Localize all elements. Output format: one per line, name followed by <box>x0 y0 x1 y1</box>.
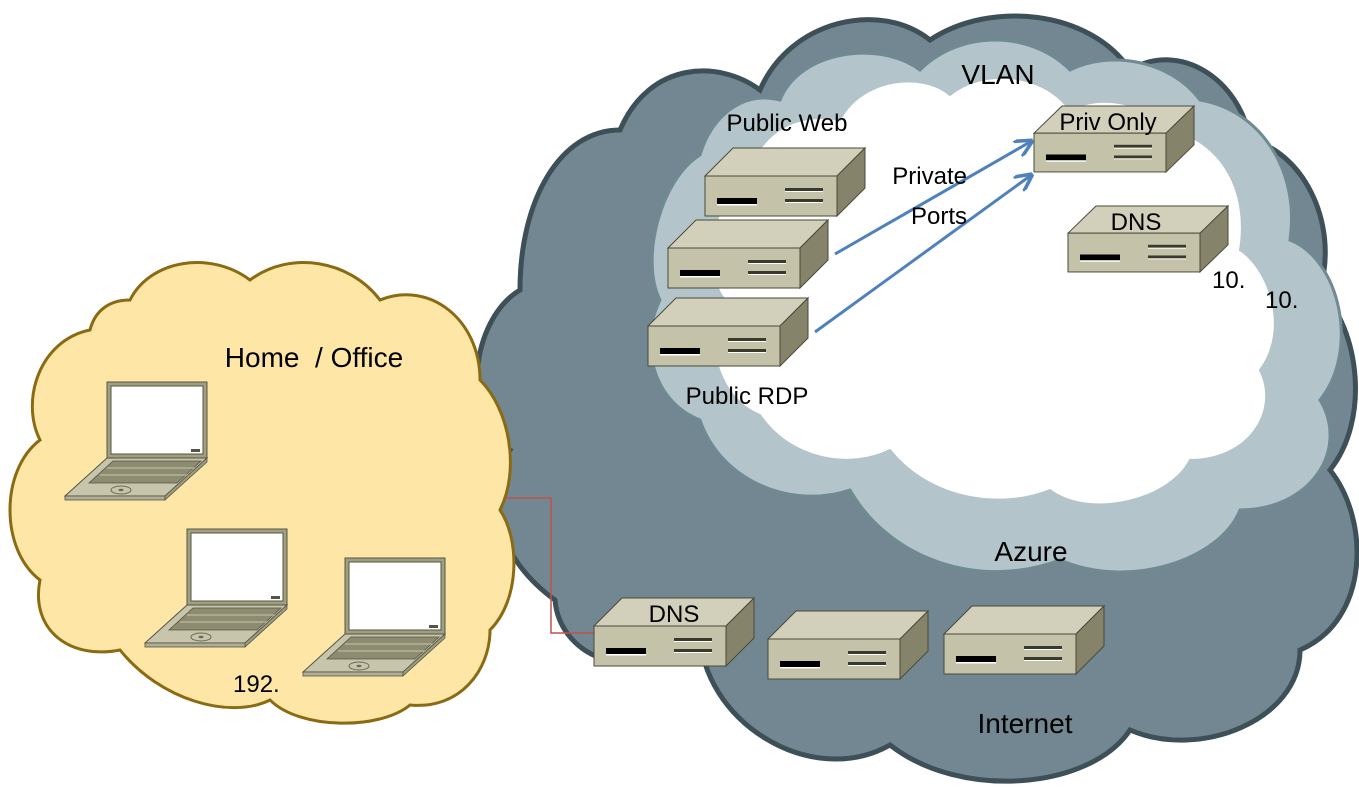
home-office-label: Home / Office <box>225 342 403 373</box>
vlan-label: VLAN <box>961 59 1034 90</box>
internet-dns-label: DNS <box>649 601 700 628</box>
vlan-dns-label: DNS <box>1111 209 1162 236</box>
home-to-dns-link <box>505 497 596 634</box>
private-ports-label-line1: Private <box>892 163 967 190</box>
server-public-web[interactable] <box>704 147 866 217</box>
internet-label: Internet <box>978 708 1073 739</box>
private-port-arrow-1 <box>834 142 1030 256</box>
server-public-rdp[interactable] <box>647 297 809 367</box>
private-ports-label-line2: Ports <box>911 203 967 230</box>
azure-ip-label: 10. <box>1265 287 1298 314</box>
public-web-label: Public Web <box>727 110 848 137</box>
azure-label: Azure <box>994 536 1067 567</box>
server-middle[interactable] <box>667 219 829 289</box>
server-internet-3[interactable] <box>943 605 1105 675</box>
server-internet-2[interactable] <box>767 610 929 680</box>
vlan-ip-label: 10. <box>1212 267 1245 294</box>
priv-only-label: Priv Only <box>1059 109 1156 136</box>
private-port-arrow-2 <box>814 176 1030 334</box>
public-rdp-label: Public RDP <box>686 383 809 410</box>
home-ip-label: 192. <box>233 671 280 698</box>
